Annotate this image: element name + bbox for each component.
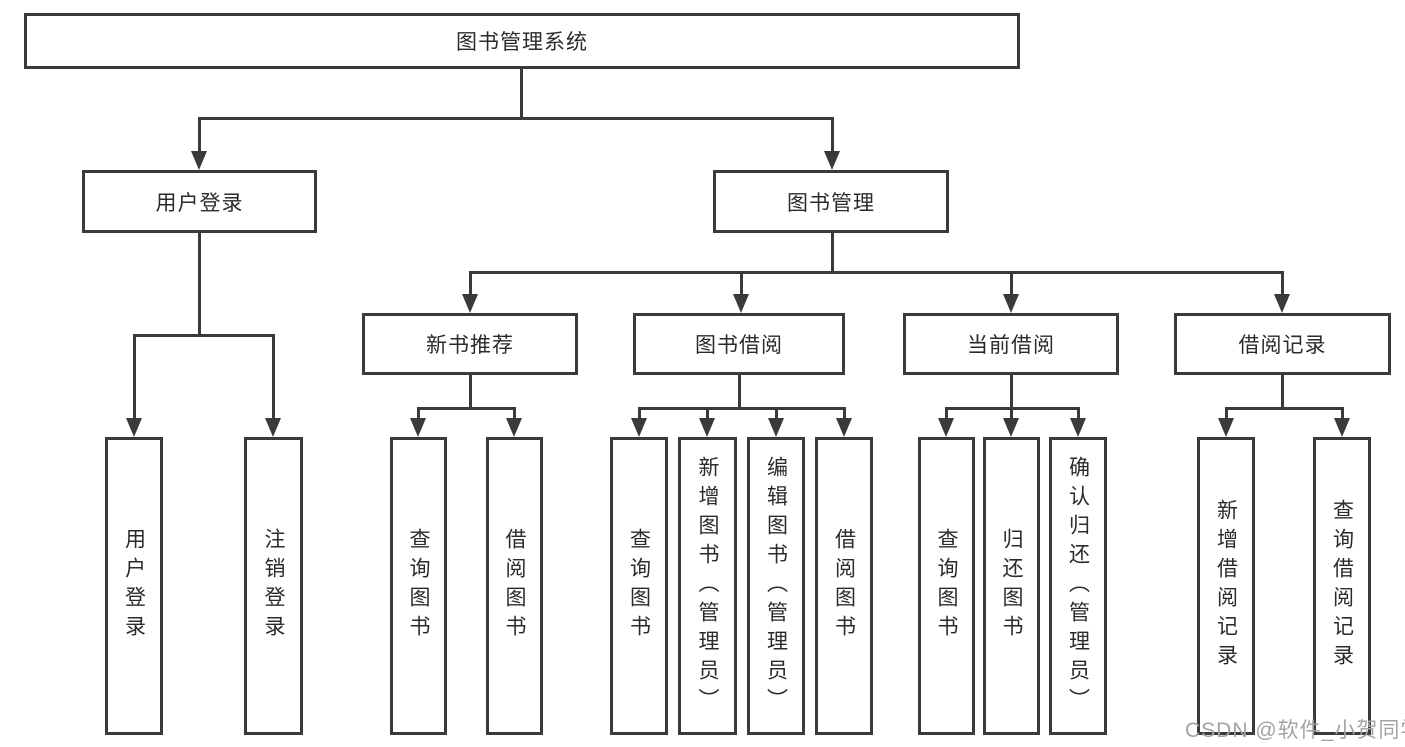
arrow-down-icon (836, 418, 852, 437)
arrow-down-icon (191, 151, 207, 170)
node-current-borrow: 当前借阅 (903, 313, 1119, 375)
leaf-label: 查询图书 (935, 528, 958, 644)
csdn-watermark: CSDN @软件_小贺同学 (1185, 719, 1405, 742)
leaf-label: 新增借阅记录 (1214, 499, 1238, 673)
leaf-label: 查询图书 (407, 528, 430, 644)
connector-line (831, 233, 834, 274)
connector-line (706, 407, 709, 419)
connector-line (843, 407, 846, 419)
leaf-label: 编辑图书（管理员） (764, 455, 788, 717)
connector-line (1077, 407, 1080, 419)
connector-line (469, 375, 472, 409)
connector-line (945, 407, 948, 419)
arrow-down-icon (631, 418, 647, 437)
arrow-down-icon (1003, 418, 1019, 437)
arrow-down-icon (733, 294, 749, 313)
arrow-down-icon (938, 418, 954, 437)
connector-line (638, 407, 846, 410)
arrow-down-icon (824, 151, 840, 170)
connector-line (1010, 375, 1013, 409)
leaf-query-books-2: 查询图书 (610, 437, 668, 735)
leaf-logout: 注销登录 (244, 437, 303, 735)
connector-line (1010, 407, 1013, 419)
leaf-confirm-return-admin: 确认归还（管理员） (1049, 437, 1107, 735)
leaf-label: 借阅图书 (503, 528, 526, 644)
leaf-add-books-admin: 新增图书（管理员） (678, 437, 737, 735)
arrow-down-icon (126, 418, 142, 437)
connector-line (1225, 407, 1228, 419)
node-book-borrow: 图书借阅 (633, 313, 845, 375)
leaf-add-borrow-record: 新增借阅记录 (1197, 437, 1255, 735)
leaf-label: 注销登录 (262, 528, 285, 644)
leaf-query-books-3: 查询图书 (918, 437, 975, 735)
connector-line (738, 375, 741, 409)
leaf-user-login: 用户登录 (105, 437, 163, 735)
leaf-label: 新增图书（管理员） (696, 455, 719, 717)
connector-line (1341, 407, 1344, 419)
leaf-return-books: 归还图书 (983, 437, 1040, 735)
node-new-book-recommend: 新书推荐 (362, 313, 578, 375)
leaf-edit-books-admin: 编辑图书（管理员） (747, 437, 805, 735)
connector-line (198, 233, 201, 336)
arrow-down-icon (265, 418, 281, 437)
connector-line (469, 271, 1283, 274)
leaf-query-books-1: 查询图书 (390, 437, 447, 735)
connector-line (1281, 271, 1284, 295)
connector-line (272, 334, 275, 419)
leaf-borrow-books-1: 借阅图书 (486, 437, 543, 735)
arrow-down-icon (699, 418, 715, 437)
connector-line (133, 334, 275, 337)
connector-line (198, 117, 201, 152)
leaf-query-borrow-record: 查询借阅记录 (1313, 437, 1371, 735)
arrow-down-icon (1070, 418, 1086, 437)
arrow-down-icon (1334, 418, 1350, 437)
connector-line (417, 407, 516, 410)
arrow-down-icon (410, 418, 426, 437)
connector-line (1010, 271, 1013, 295)
connector-line (740, 271, 743, 295)
connector-line (775, 407, 778, 419)
connector-line (133, 334, 136, 419)
connector-line (1225, 407, 1344, 410)
node-book-management: 图书管理 (713, 170, 949, 233)
connector-line (513, 407, 516, 419)
connector-line (520, 69, 523, 118)
leaf-label: 借阅图书 (832, 528, 856, 644)
leaf-label: 确认归还（管理员） (1066, 455, 1090, 717)
connector-line (638, 407, 641, 419)
leaf-label: 归还图书 (1000, 528, 1023, 644)
node-library-system: 图书管理系统 (24, 13, 1020, 69)
connector-line (469, 271, 472, 295)
node-borrow-records: 借阅记录 (1174, 313, 1391, 375)
arrow-down-icon (1274, 294, 1290, 313)
arrow-down-icon (506, 418, 522, 437)
connector-line (198, 117, 834, 120)
arrow-down-icon (462, 294, 478, 313)
arrow-down-icon (768, 418, 784, 437)
arrow-down-icon (1218, 418, 1234, 437)
leaf-label: 查询图书 (627, 528, 651, 644)
connector-line (1281, 375, 1284, 409)
leaf-label: 查询借阅记录 (1330, 499, 1354, 673)
arrow-down-icon (1003, 294, 1019, 313)
leaf-label: 用户登录 (122, 528, 146, 644)
leaf-borrow-books-2: 借阅图书 (815, 437, 873, 735)
connector-line (417, 407, 420, 419)
connector-line (831, 117, 834, 152)
node-user-login: 用户登录 (82, 170, 317, 233)
